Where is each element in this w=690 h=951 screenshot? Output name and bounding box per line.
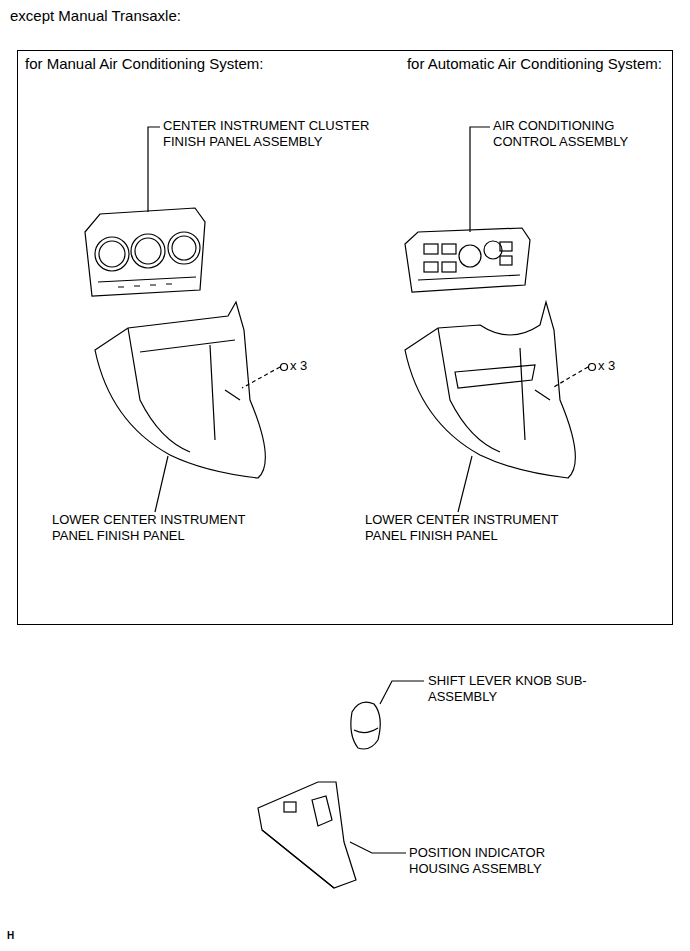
indicator-housing: [258, 782, 356, 888]
frame-heading: for Manual Air Conditioning System:: [25, 55, 263, 73]
part-name: LOWER CENTER INSTRUMENT PANEL FINISH PAN…: [365, 512, 590, 544]
leader-line: [350, 842, 406, 853]
leader-line: [458, 456, 472, 512]
note-text: except Manual Transaxle:: [10, 8, 310, 24]
frame-heading: for Automatic Air Conditioning System:: [407, 55, 662, 73]
part-name: LOWER CENTER INSTRUMENT PANEL FINISH PAN…: [52, 512, 277, 544]
part-name: SHIFT LEVER KNOB SUB-ASSEMBLY: [428, 673, 588, 705]
screw: [242, 364, 288, 389]
ac-control: [405, 228, 530, 292]
part-name: CENTER INSTRUMENT CLUSTER FINISH PANEL A…: [163, 118, 413, 150]
quantity: x 3: [598, 358, 638, 374]
quantity: x 3: [290, 358, 330, 374]
part-name: AIR CONDITIONING CONTROL ASSEMBLY: [493, 118, 643, 150]
leader-line: [148, 127, 160, 212]
lower-panel: [95, 302, 265, 478]
page-code: H: [7, 928, 27, 944]
leader-line: [470, 127, 490, 232]
leader-line: [380, 681, 424, 704]
screw: [552, 364, 596, 389]
lower-panel: [405, 302, 575, 478]
part-name: POSITION INDICATOR HOUSING ASSEMBLY: [409, 845, 569, 877]
shift-knob: [351, 702, 380, 749]
leader-line: [155, 456, 168, 512]
cluster-panel: [85, 208, 205, 296]
